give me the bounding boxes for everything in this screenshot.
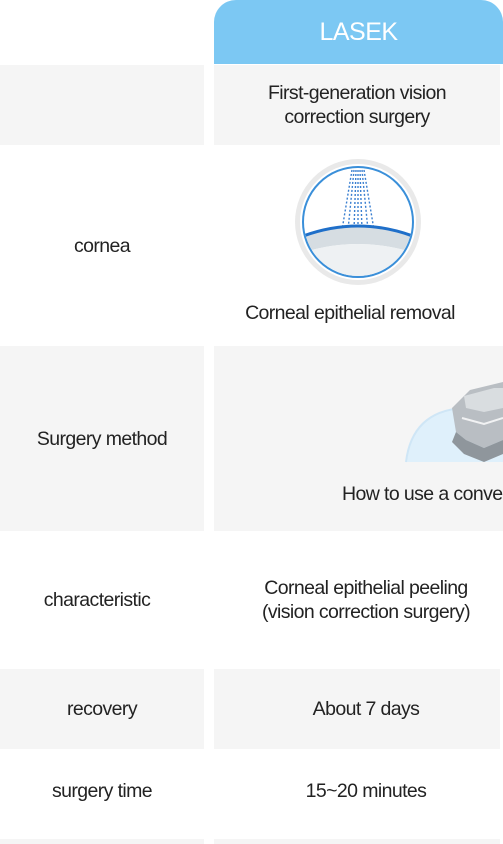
row-value-next [214, 839, 500, 844]
cornea-caption: Corneal epithelial removal [245, 302, 455, 324]
table-row-characteristic: characteristic Corneal epithelial peelin… [0, 531, 503, 669]
row-label-surgery-method: Surgery method [0, 346, 204, 531]
row-label-recovery: recovery [0, 669, 204, 749]
surgery-method-caption: How to use a conve [342, 483, 503, 505]
surgical-device-icon [405, 382, 503, 463]
column-header-lasek: LASEK [214, 0, 503, 64]
row-value-generation: First-generation vision correction surge… [214, 65, 500, 145]
row-label-surgery-time: surgery time [51, 780, 153, 802]
table-row-cornea: cornea [0, 145, 503, 346]
row-value-characteristic: Corneal epithelial peeling (vision corre… [261, 577, 471, 623]
row-value-surgery-time: 15~20 minutes [305, 780, 427, 802]
row-value-recovery: About 7 days [214, 669, 500, 749]
table-row-surgery-time: surgery time 15~20 minutes [0, 749, 503, 833]
row-label-characteristic: characteristic [43, 589, 151, 611]
table-row-generation: First-generation vision correction surge… [0, 65, 503, 145]
row-label-cornea: cornea [73, 234, 131, 257]
cornea-laser-icon [295, 159, 421, 285]
table-row-next [0, 839, 503, 844]
row-label-generation [0, 65, 204, 145]
table-row-recovery: recovery About 7 days [0, 669, 503, 749]
row-label-next [0, 839, 204, 844]
